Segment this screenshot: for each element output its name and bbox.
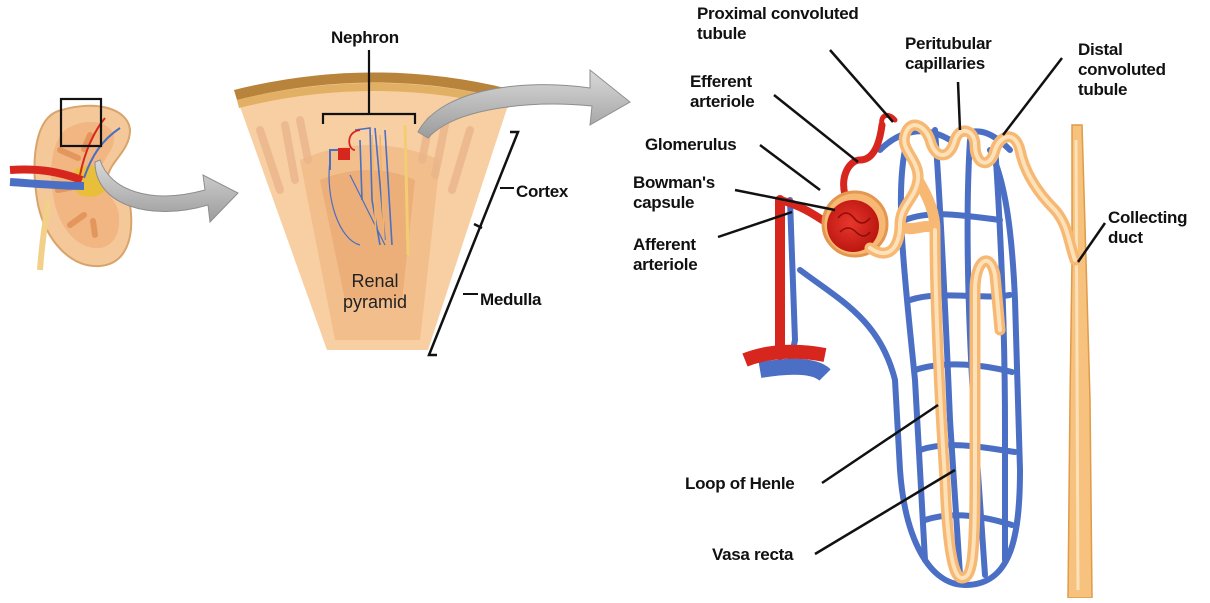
label-afferent-arteriole: Afferent arteriole <box>633 235 697 275</box>
label-peritubular-capillaries: Peritubular capillaries <box>905 34 991 74</box>
label-collecting-line1: Collecting <box>1108 208 1187 228</box>
label-proximal-line1: Proximal convoluted <box>697 4 859 24</box>
label-medulla: Medulla <box>480 290 541 310</box>
label-vasa-recta: Vasa recta <box>712 545 793 565</box>
label-efferent-line2: arteriole <box>690 92 754 112</box>
nephron-detail <box>718 50 1105 598</box>
label-peritubular-line2: capillaries <box>905 54 991 74</box>
label-distal-line3: tubule <box>1078 80 1166 100</box>
label-nephron: Nephron <box>331 28 399 48</box>
label-glomerulus: Glomerulus <box>645 135 736 155</box>
label-collecting-duct: Collecting duct <box>1108 208 1187 248</box>
label-proximal-convoluted-tubule: Proximal convoluted tubule <box>697 4 859 44</box>
label-loop-of-henle: Loop of Henle <box>685 474 794 494</box>
label-afferent-line2: arteriole <box>633 255 697 275</box>
label-renal-pyramid-line2: pyramid <box>333 292 417 313</box>
label-renal-pyramid: Renal pyramid <box>333 271 417 313</box>
label-collecting-line2: duct <box>1108 228 1187 248</box>
label-bowmans-line2: capsule <box>633 193 715 213</box>
label-renal-pyramid-line1: Renal <box>333 271 417 292</box>
label-cortex: Cortex <box>516 182 568 202</box>
label-bowmans-capsule: Bowman's capsule <box>633 173 715 213</box>
label-peritubular-line1: Peritubular <box>905 34 991 54</box>
label-proximal-line2: tubule <box>697 24 859 44</box>
label-bowmans-line1: Bowman's <box>633 173 715 193</box>
collecting-duct <box>1068 125 1092 598</box>
label-efferent-line1: Efferent <box>690 72 754 92</box>
label-afferent-line1: Afferent <box>633 235 697 255</box>
label-distal-convoluted-tubule: Distal convoluted tubule <box>1078 40 1166 100</box>
label-distal-line1: Distal <box>1078 40 1166 60</box>
label-efferent-arteriole: Efferent arteriole <box>690 72 754 112</box>
label-distal-line2: convoluted <box>1078 60 1166 80</box>
